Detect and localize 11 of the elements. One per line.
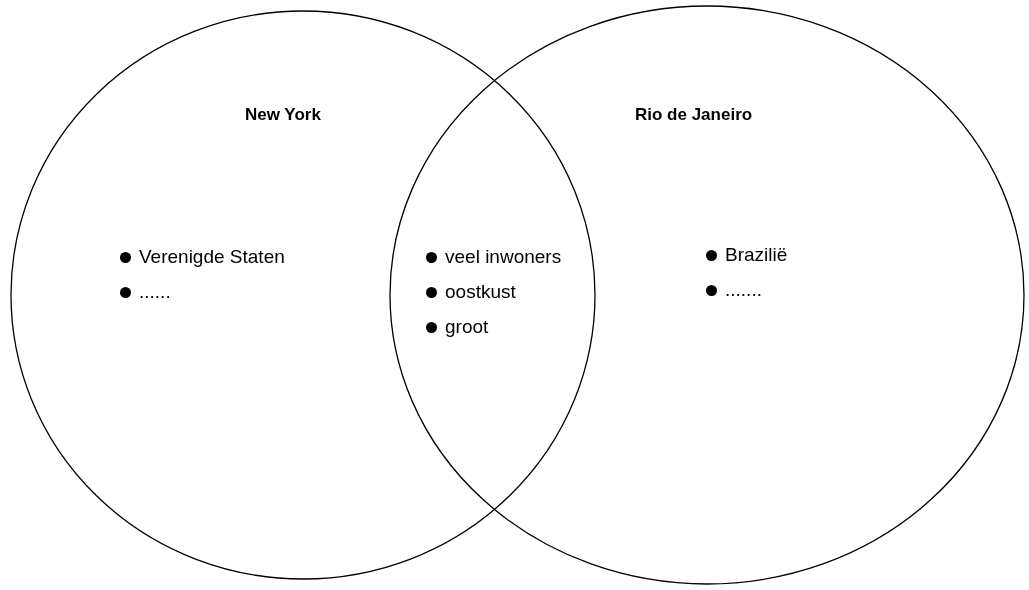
set-heading: Rio de Janeiro [635, 104, 753, 126]
list-item: Verenigde Staten [139, 245, 285, 269]
circle-set [389, 5, 1025, 585]
circle-set [10, 10, 596, 580]
list-item: groot [445, 315, 489, 339]
list-item: veel inwoners [445, 245, 562, 269]
set-heading: New York [245, 104, 321, 126]
list-item: ...... [139, 280, 171, 304]
list-item: oostkust [445, 280, 516, 304]
list-item: ....... [725, 278, 762, 302]
list-item: Brazilië [725, 243, 788, 267]
